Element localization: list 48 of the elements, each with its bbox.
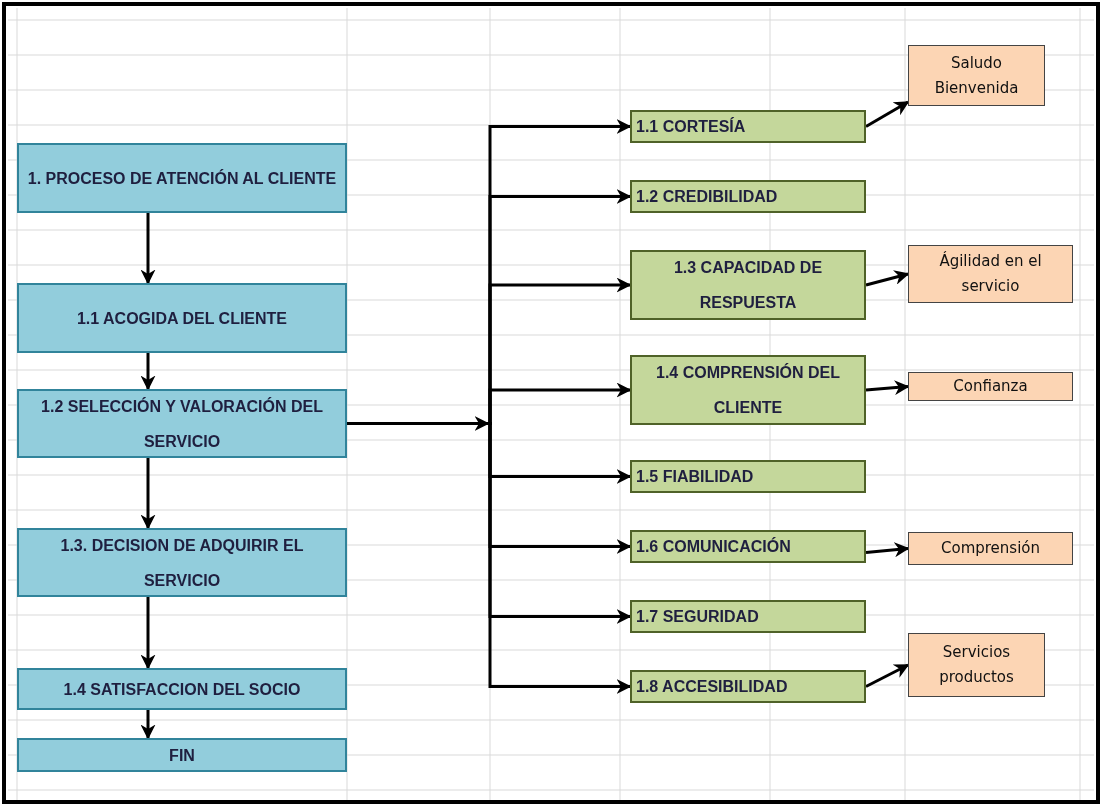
process-box xyxy=(630,180,866,213)
node-label: Servicios productos xyxy=(938,642,1015,688)
arrow xyxy=(140,710,156,740)
arrow xyxy=(865,270,910,287)
process-box xyxy=(17,143,347,213)
note-box xyxy=(908,245,1073,303)
arrow xyxy=(865,100,910,128)
process-box xyxy=(630,355,866,425)
node-label: 1. PROCESO DE ATENCIÓN AL CLIENTE xyxy=(27,168,337,189)
node-label: 1.4 SATISFACCION DEL SOCIO xyxy=(63,679,301,700)
node-label: 1.1 CORTESÍA xyxy=(636,116,746,137)
node-label: FIN xyxy=(169,745,195,766)
node-label: Saludo Bienvenida xyxy=(933,52,1020,99)
process-box xyxy=(17,389,347,458)
node-label: 1.7 SEGURIDAD xyxy=(636,607,759,627)
process-box xyxy=(630,530,866,563)
node-label: 1.4 COMPRENSIÓN DEL CLIENTE xyxy=(655,362,841,418)
node-label: 1.5 FIABILIDAD xyxy=(636,467,754,487)
note-box xyxy=(908,372,1073,401)
process-box xyxy=(17,668,347,710)
node-label: 1.2 CREDIBILIDAD xyxy=(636,187,778,207)
arrow xyxy=(140,353,156,391)
node-label: 1.2 SELECCIÓN Y VALORACIÓN DEL SERVICIO xyxy=(40,396,324,452)
note-box xyxy=(908,532,1073,565)
arrow xyxy=(865,542,910,558)
node-label: Confianza xyxy=(953,376,1028,397)
process-box xyxy=(630,250,866,320)
process-box xyxy=(17,283,347,353)
arrow xyxy=(865,663,910,688)
node-label: 1.3 CAPACIDAD DE RESPUESTA xyxy=(672,258,824,313)
node-label: Ágilidad en el servicio xyxy=(938,250,1043,297)
node-label: Comprensión xyxy=(941,538,1040,559)
node-label: 1.8 ACCESIBILIDAD xyxy=(636,677,788,697)
arrow xyxy=(140,213,156,285)
process-box xyxy=(630,600,866,633)
process-box xyxy=(17,738,347,772)
process-box xyxy=(630,670,866,703)
node-label: 1.3. DECISION DE ADQUIRIR EL SERVICIO xyxy=(59,535,305,591)
arrow xyxy=(865,380,910,396)
process-box xyxy=(17,528,347,597)
process-box xyxy=(630,110,866,143)
process-box xyxy=(630,460,866,493)
note-box xyxy=(908,633,1045,697)
node-label: 1.6 COMUNICACIÓN xyxy=(636,536,791,557)
arrow xyxy=(140,458,156,530)
node-label: 1.1 ACOGIDA DEL CLIENTE xyxy=(76,308,288,329)
arrow xyxy=(140,597,156,670)
note-box xyxy=(908,45,1045,106)
